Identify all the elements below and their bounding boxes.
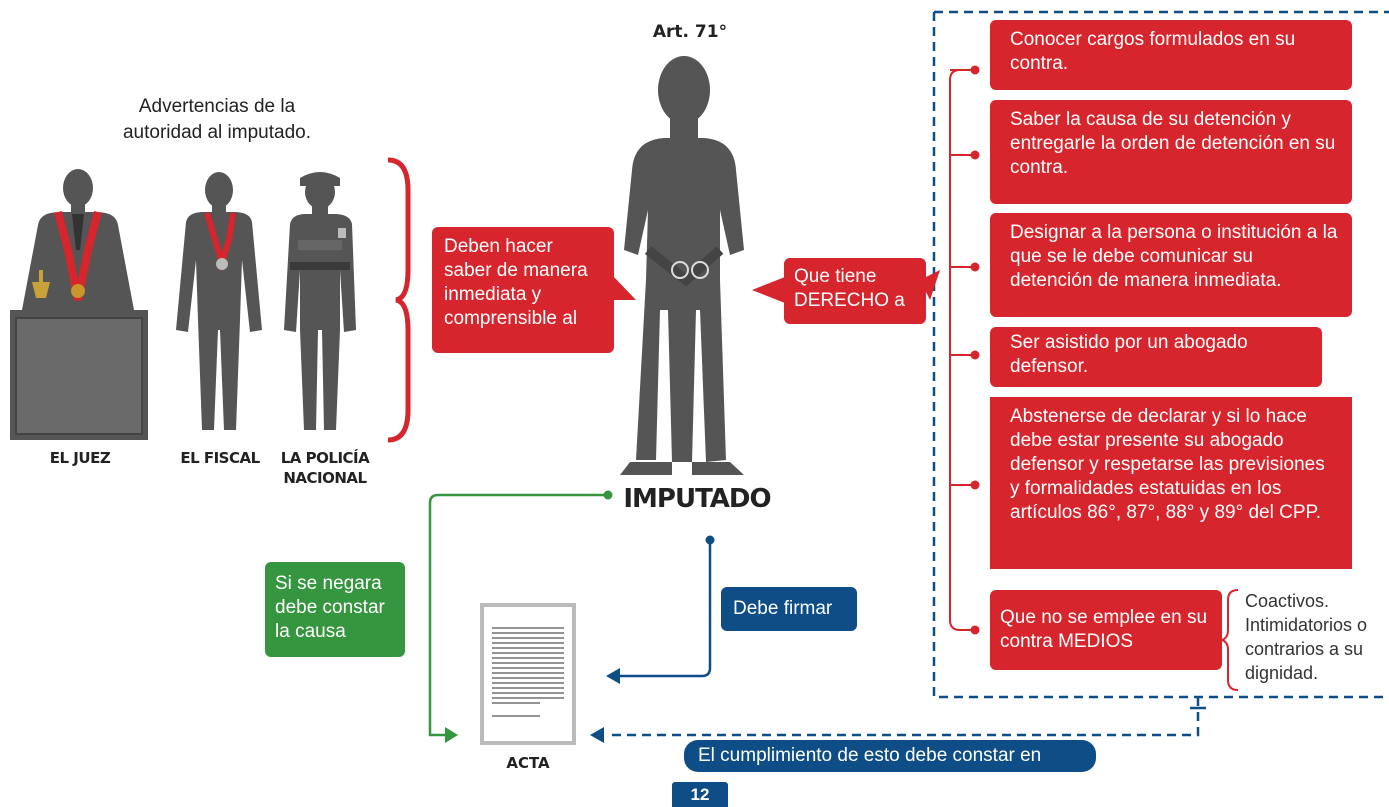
- rights-connector-dots: [970, 65, 980, 635]
- cumplimiento-box: El cumplimiento de esto debe constar en: [684, 740, 1096, 772]
- right-item-3: Designar a la persona o institución a la…: [990, 213, 1352, 317]
- police-silhouette-icon: [284, 172, 356, 430]
- right-item-4: Ser asistido por un abogado defensor.: [990, 327, 1322, 387]
- police-label: LA POLICÍA NACIONAL: [280, 449, 370, 487]
- right-item-5: Abstenerse de declarar y si lo hace debe…: [990, 397, 1352, 569]
- acta-label: ACTA: [506, 754, 550, 772]
- prosecutor-silhouette-icon: [176, 172, 262, 430]
- medios-brace: [1218, 589, 1239, 691]
- page-number: 12: [672, 782, 728, 807]
- imputado-label: IMPUTADO: [623, 484, 771, 514]
- compliance-dashed-line: [606, 697, 1200, 737]
- imputado-silhouette-icon: [620, 56, 744, 475]
- rights-connector-line: [949, 69, 975, 631]
- rights-dashed-frame: [932, 10, 1389, 699]
- acta-document-icon: [480, 603, 576, 745]
- right-item-6: Que no se emplee en su contra MEDIOS: [990, 590, 1222, 670]
- firmar-box: Debe firmar: [721, 587, 857, 631]
- derecho-box: Que tiene DERECHO a: [784, 258, 926, 324]
- red-brace: [387, 157, 411, 443]
- right-item-1: Conocer cargos formulados en su contra.: [990, 20, 1352, 90]
- negara-box: Si se negara debe constar la causa: [265, 562, 405, 657]
- medios-text: Coactivos. Intimidatorios o contrarios a…: [1245, 591, 1368, 683]
- judge-label: EL JUEZ: [49, 449, 111, 467]
- blue-connector: [614, 540, 712, 678]
- intro-text: Advertencias de la autoridad al imputado…: [122, 96, 311, 143]
- right-item-2: Saber la causa de su detención y entrega…: [990, 100, 1352, 204]
- green-connector: [428, 493, 608, 737]
- judge-silhouette-icon: [10, 169, 148, 440]
- article-title: Art. 71°: [652, 22, 728, 42]
- prosecutor-label: EL FISCAL: [180, 449, 260, 467]
- deben-box: Deben hacer saber de manera inmediata y …: [432, 227, 614, 353]
